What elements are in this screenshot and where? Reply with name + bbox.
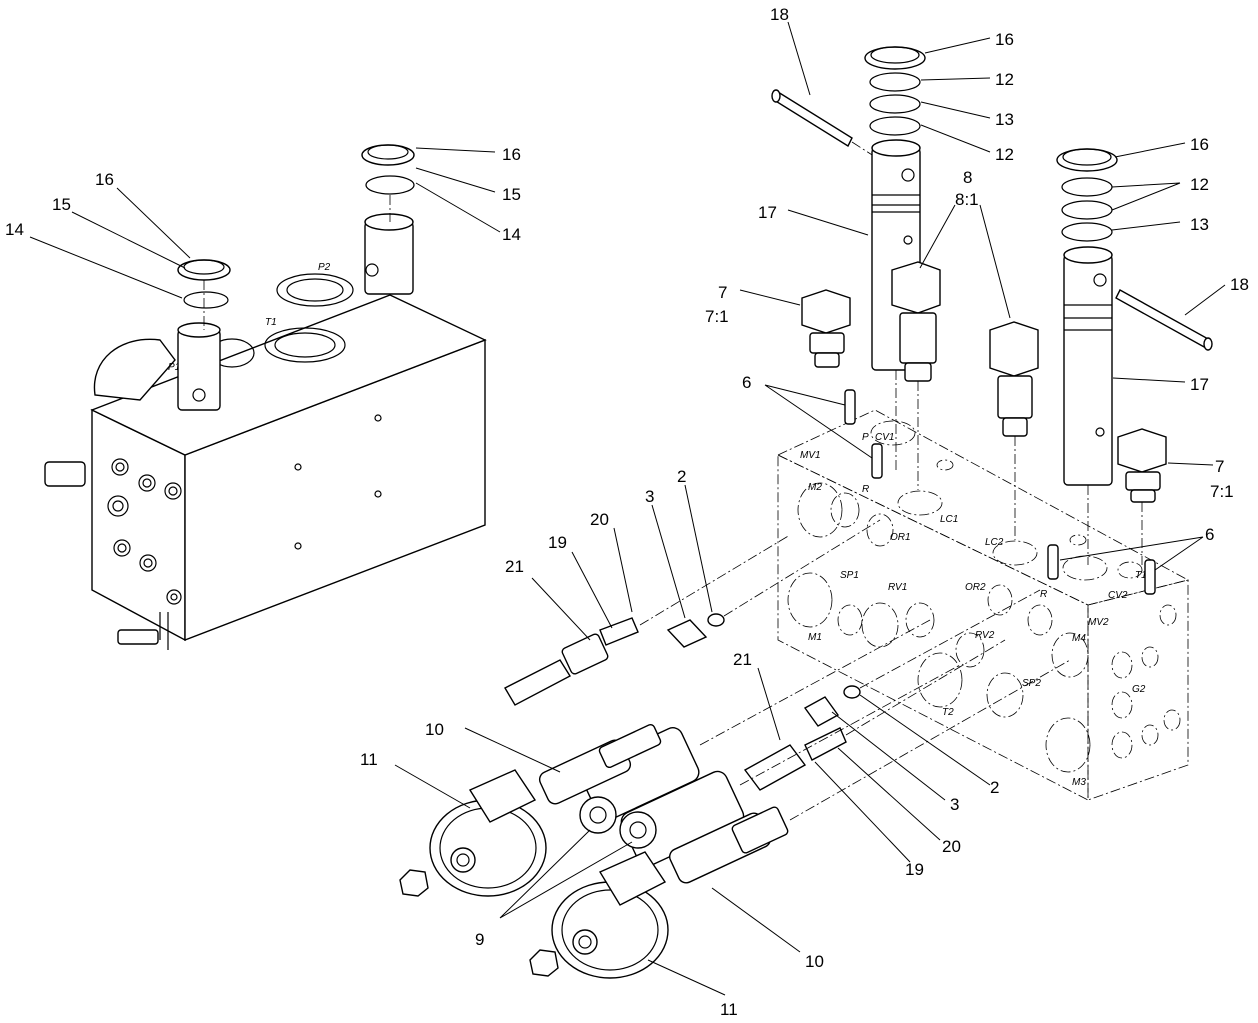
callout-15-left-block: 15 [52,195,71,214]
port-label-m3: M3 [1072,777,1086,788]
callout-9: 9 [475,930,484,949]
callout-leader-lines [29,21,1226,996]
port-label-m2: M2 [808,482,822,493]
callout-7-1-right: 7:1 [1210,482,1234,501]
callout-19-left: 19 [548,533,567,552]
callout-2-middle: 2 [990,778,999,797]
port-label-t2: T2 [942,707,954,718]
port-label-rv1: RV1 [888,582,907,593]
port-label-p1: P1 [168,362,180,373]
port-label-rv2: RV2 [975,630,995,641]
callout-16-right: 16 [1190,135,1209,154]
callout-16-left-block: 16 [95,170,114,189]
callout-20-left: 20 [590,510,609,529]
port-label-cv2: CV2 [1108,590,1128,601]
callout-19-middle: 19 [905,860,924,879]
callout-11-bottom: 11 [720,1000,738,1019]
port-label-lc1: LC1 [940,514,958,525]
callout-12-second: 12 [995,145,1014,164]
callout-12-top: 12 [995,70,1014,89]
port-label-sp1: SP1 [840,570,859,581]
callout-13-top: 13 [995,110,1014,129]
callout-18-right: 18 [1230,275,1249,294]
port-label-g2: G2 [1132,684,1146,695]
port-label-m1: M1 [808,632,822,643]
callout-16-top: 16 [995,30,1014,49]
port-label-cv1: CV1 [875,432,894,443]
callout-3-left: 3 [645,487,654,506]
callout-7-left: 7 [718,283,727,302]
callout-7-1-left: 7:1 [705,307,729,326]
port-label-or1: OR1 [890,532,911,543]
callout-21-left: 21 [505,557,524,576]
callout-18-top: 18 [770,5,789,24]
callout-14-mid-block: 14 [502,225,521,244]
callout-7-right: 7 [1215,457,1224,476]
port-label-lc2: LC2 [985,537,1004,548]
callout-14-left-block: 14 [5,220,24,239]
assembled-manifold-block: T1 P2 P1 [44,144,487,650]
callout-13-right: 13 [1190,215,1209,234]
callout-10-top: 10 [425,720,444,739]
callout-17-left: 17 [758,203,777,222]
callout-17-right: 17 [1190,375,1209,394]
port-label-p2: P2 [318,262,331,273]
callout-16-mid-block: 16 [502,145,521,164]
port-label-t1: T1 [265,317,277,328]
callout-6-right: 6 [1205,525,1214,544]
port-label-mv2: MV2 [1088,617,1109,628]
port-label-r2: R [1040,589,1047,600]
callout-10-bottom: 10 [805,952,824,971]
callout-3-middle: 3 [950,795,959,814]
callout-21-middle: 21 [733,650,752,669]
callout-11-top: 11 [360,750,378,769]
callout-2-left: 2 [677,467,686,486]
callout-15-mid-block: 15 [502,185,521,204]
exploded-components [399,46,1213,979]
port-label-mv1: MV1 [800,450,821,461]
callout-numbers: 18 16 12 13 12 17 8 8:1 16 12 13 18 17 7… [5,5,1249,1019]
port-label-sp2: SP2 [1022,678,1041,689]
exploded-manifold-block: MV1 M2 OR1 SP1 RV1 M1 OR2 RV2 SP2 T2 M4 … [777,409,1190,801]
port-label-r1: R [862,484,869,495]
callout-12-right: 12 [1190,175,1209,194]
port-label-p: P [862,432,869,443]
callout-8-1: 8:1 [955,190,979,209]
port-label-or2: OR2 [965,582,986,593]
port-label-m4: M4 [1072,633,1086,644]
callout-20-middle: 20 [942,837,961,856]
port-label-t1: T1 [1135,570,1147,581]
callout-6-left: 6 [742,373,751,392]
callout-8: 8 [963,168,972,187]
